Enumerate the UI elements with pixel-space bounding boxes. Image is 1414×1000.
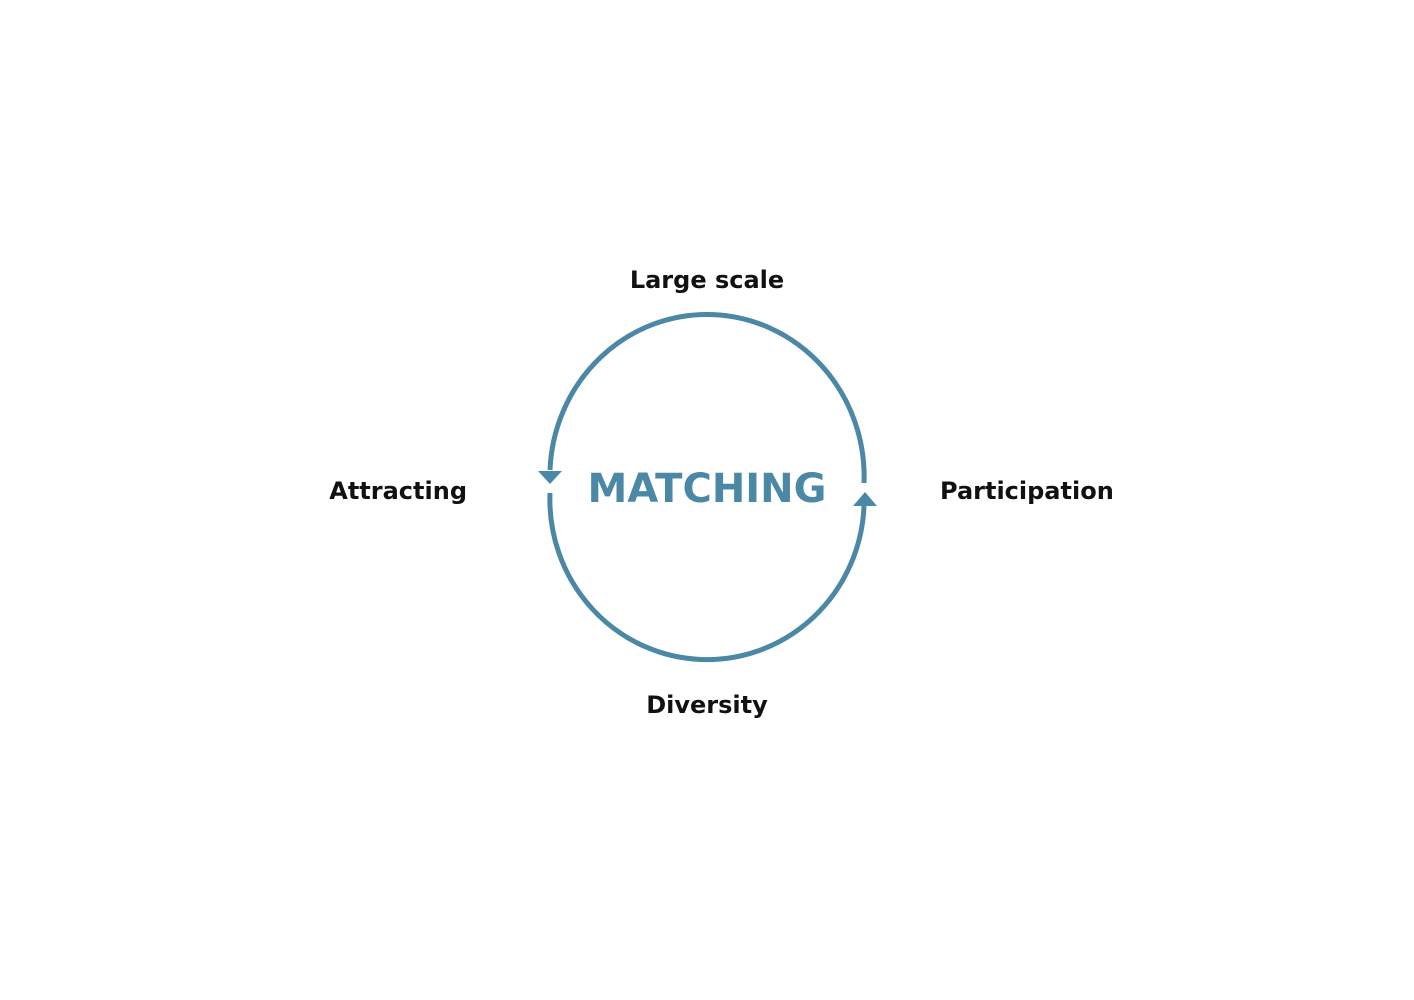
cycle-arc-lower	[547, 492, 867, 663]
arrowhead-up-icon	[853, 492, 877, 506]
arrowhead-down-icon	[538, 471, 562, 484]
node-large-scale: Large scale	[629, 266, 785, 294]
cycle-arc-upper	[547, 311, 867, 484]
node-diversity: Diversity	[646, 691, 768, 719]
node-participation: Participation	[940, 477, 1114, 505]
node-attracting: Attracting	[329, 477, 467, 505]
center-label: MATCHING	[587, 466, 827, 512]
